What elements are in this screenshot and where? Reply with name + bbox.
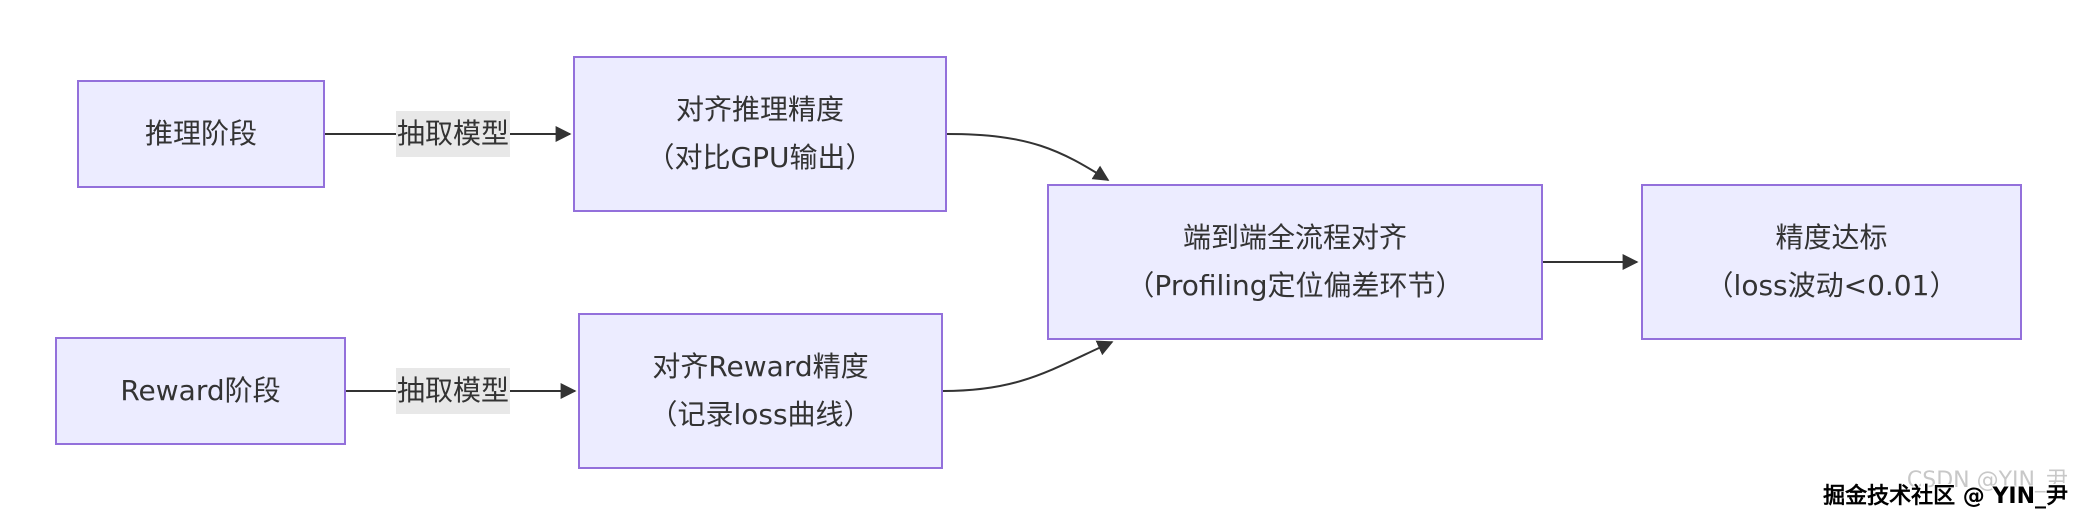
node-precision-met-line1: 精度达标 <box>1775 221 1888 254</box>
node-precision-met-line2: （loss波动<0.01） <box>1705 269 1958 302</box>
edge-label-inference-extract: 抽取模型 <box>396 111 511 157</box>
edge-align-inference-to-e2e <box>946 133 1110 181</box>
watermark-ghost: CSDN @YIN_尹 <box>1906 468 2068 493</box>
edge-align-reward-to-e2e <box>942 340 1114 392</box>
node-e2e-alignment: 端到端全流程对齐 （Profiling定位偏差环节） <box>1047 184 1543 340</box>
watermark: 掘金技术社区 @ YIN_尹 <box>1823 484 2068 509</box>
node-inference-stage: 推理阶段 <box>77 80 325 188</box>
node-e2e-alignment-line1: 端到端全流程对齐 <box>1182 221 1407 254</box>
node-inference-stage-label: 推理阶段 <box>144 117 257 150</box>
node-precision-met: 精度达标 （loss波动<0.01） <box>1641 184 2022 340</box>
node-align-inference-line1: 对齐推理精度 <box>675 93 844 126</box>
edge-label-reward-extract: 抽取模型 <box>396 368 511 414</box>
node-align-reward-line2: （记录loss曲线） <box>649 398 872 431</box>
node-reward-stage: Reward阶段 <box>55 337 346 445</box>
node-align-reward-line1: 对齐Reward精度 <box>652 350 869 383</box>
node-align-reward-precision: 对齐Reward精度 （记录loss曲线） <box>578 313 943 469</box>
node-align-inference-precision: 对齐推理精度 （对比GPU输出） <box>573 56 947 212</box>
node-e2e-alignment-line2: （Profiling定位偏差环节） <box>1126 269 1464 302</box>
node-reward-stage-label: Reward阶段 <box>120 374 281 407</box>
node-align-inference-line2: （对比GPU输出） <box>646 141 874 174</box>
